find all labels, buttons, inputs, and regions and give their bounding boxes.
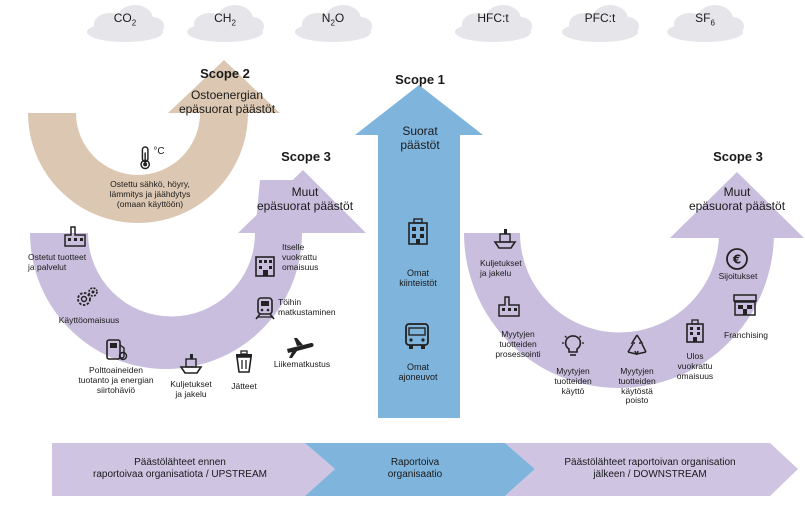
reporting-organisation-label: Raportoiva organisaatio — [387, 457, 443, 480]
scope1-subtitle: Suorat päästöt — [400, 124, 440, 152]
euro-coin-icon: € — [724, 246, 750, 272]
scope3-down-item-leased-out-assets: Ulos vuokrattu omaisuus — [676, 351, 714, 381]
scope3-up-item-commuting: Töihin matkustaminen — [278, 297, 336, 317]
cloud-n2o — [295, 5, 372, 42]
office-building-icon — [682, 318, 708, 344]
cloud-sf6 — [667, 5, 744, 42]
scope3-downstream-subtitle: Muut epäsuorat päästöt — [688, 185, 786, 213]
scope3-down-item-end-of-life: Myytyjen tuotteiden käytöstä poisto — [618, 366, 656, 406]
factory-icon — [496, 293, 522, 319]
scope3-up-item-business-travel: Liikematkustus — [273, 359, 331, 369]
scope3-upstream-arrowhead — [238, 170, 366, 233]
gas-label-n2o: N2O — [321, 11, 345, 28]
cloud-hfc — [455, 5, 532, 42]
scope3-down-item-use: Myytyjen tuotteiden käyttö — [554, 366, 592, 396]
scope3-downstream-title: Scope 3 — [713, 149, 763, 164]
celsius-unit: °C — [153, 146, 165, 157]
scope2-title: Scope 2 — [200, 66, 250, 81]
train-icon — [252, 295, 278, 321]
factory-icon — [62, 223, 88, 249]
bus-icon — [401, 320, 433, 352]
scope3-up-item-purchased-goods: Ostetut tuotteet ja palvelut — [28, 252, 87, 272]
scope3-upstream-title: Scope 3 — [281, 149, 331, 164]
scope3-down-item-transport: Kuljetukset ja jakelu — [480, 258, 522, 278]
scope1-item-own-vehicles: Omat ajoneuvot — [398, 362, 438, 383]
gas-label-co2: CO2 — [113, 11, 137, 28]
scope1-arrow — [355, 85, 483, 418]
gas-label-ch2: CH2 — [214, 11, 236, 28]
lightbulb-icon — [560, 332, 586, 358]
scope3-down-item-franchising: Franchising — [724, 330, 768, 340]
cloud-ch2 — [187, 5, 264, 42]
scope3-up-item-transport: Kuljetukset ja jakelu — [170, 379, 212, 399]
scope3-up-item-waste: Jätteet — [231, 381, 257, 391]
cloud-co2 — [87, 5, 164, 42]
scope1-item-own-properties: Omat kiinteistöt — [399, 268, 437, 289]
trash-bin-icon — [231, 348, 257, 374]
downstream-bar — [505, 443, 798, 496]
scope3-up-item-leased-assets: Itselle vuokrattu omaisuus — [282, 242, 319, 272]
scope3-down-item-processing: Myytyjen tuotteiden prosessointi — [495, 329, 541, 359]
scope3-down-item-investments: Sijoitukset — [718, 271, 758, 281]
scope3-up-item-capital-goods: Käyttöomaisuus — [58, 315, 120, 325]
ship-icon — [178, 350, 204, 376]
cloud-pfc — [562, 5, 639, 42]
thermometer-icon — [136, 145, 158, 171]
recycle-icon — [624, 332, 650, 358]
upstream-bar — [52, 443, 335, 496]
scope2-subtitle: Ostoenergian epäsuorat päästöt — [178, 88, 276, 116]
scope2-item-purchased-energy: Ostettu sähkö, höyry, lämmitys ja jäähdy… — [109, 179, 191, 209]
scope3-downstream-arrow — [464, 233, 774, 388]
storefront-icon — [730, 292, 760, 318]
fuel-icon — [103, 336, 129, 362]
reporting-org-bar — [305, 443, 535, 496]
gas-label-hfc: HFC:t — [477, 11, 509, 25]
gas-clouds — [87, 5, 744, 42]
scope3-up-item-fuel-energy: Polttoaineiden tuotanto ja energian siir… — [78, 365, 154, 395]
gears-icon — [74, 285, 100, 311]
building-icon — [403, 217, 433, 247]
downstream-label: Päästölähteet raportoivan organisation j… — [564, 457, 736, 480]
upstream-label: Päästölähteet ennen raportoivaa organisa… — [93, 457, 267, 480]
scope1-title: Scope 1 — [395, 72, 445, 87]
apartment-building-icon — [252, 252, 278, 278]
airplane-icon — [285, 334, 315, 360]
gas-label-sf6: SF6 — [695, 11, 715, 28]
gas-label-pfc: PFC:t — [584, 11, 616, 25]
scope3-downstream-arrowhead — [670, 172, 804, 238]
scope2-arrow — [28, 60, 280, 223]
scope3-upstream-subtitle: Muut epäsuorat päästöt — [256, 185, 354, 213]
ship-icon — [492, 225, 518, 251]
svg-text:€: € — [732, 253, 741, 267]
